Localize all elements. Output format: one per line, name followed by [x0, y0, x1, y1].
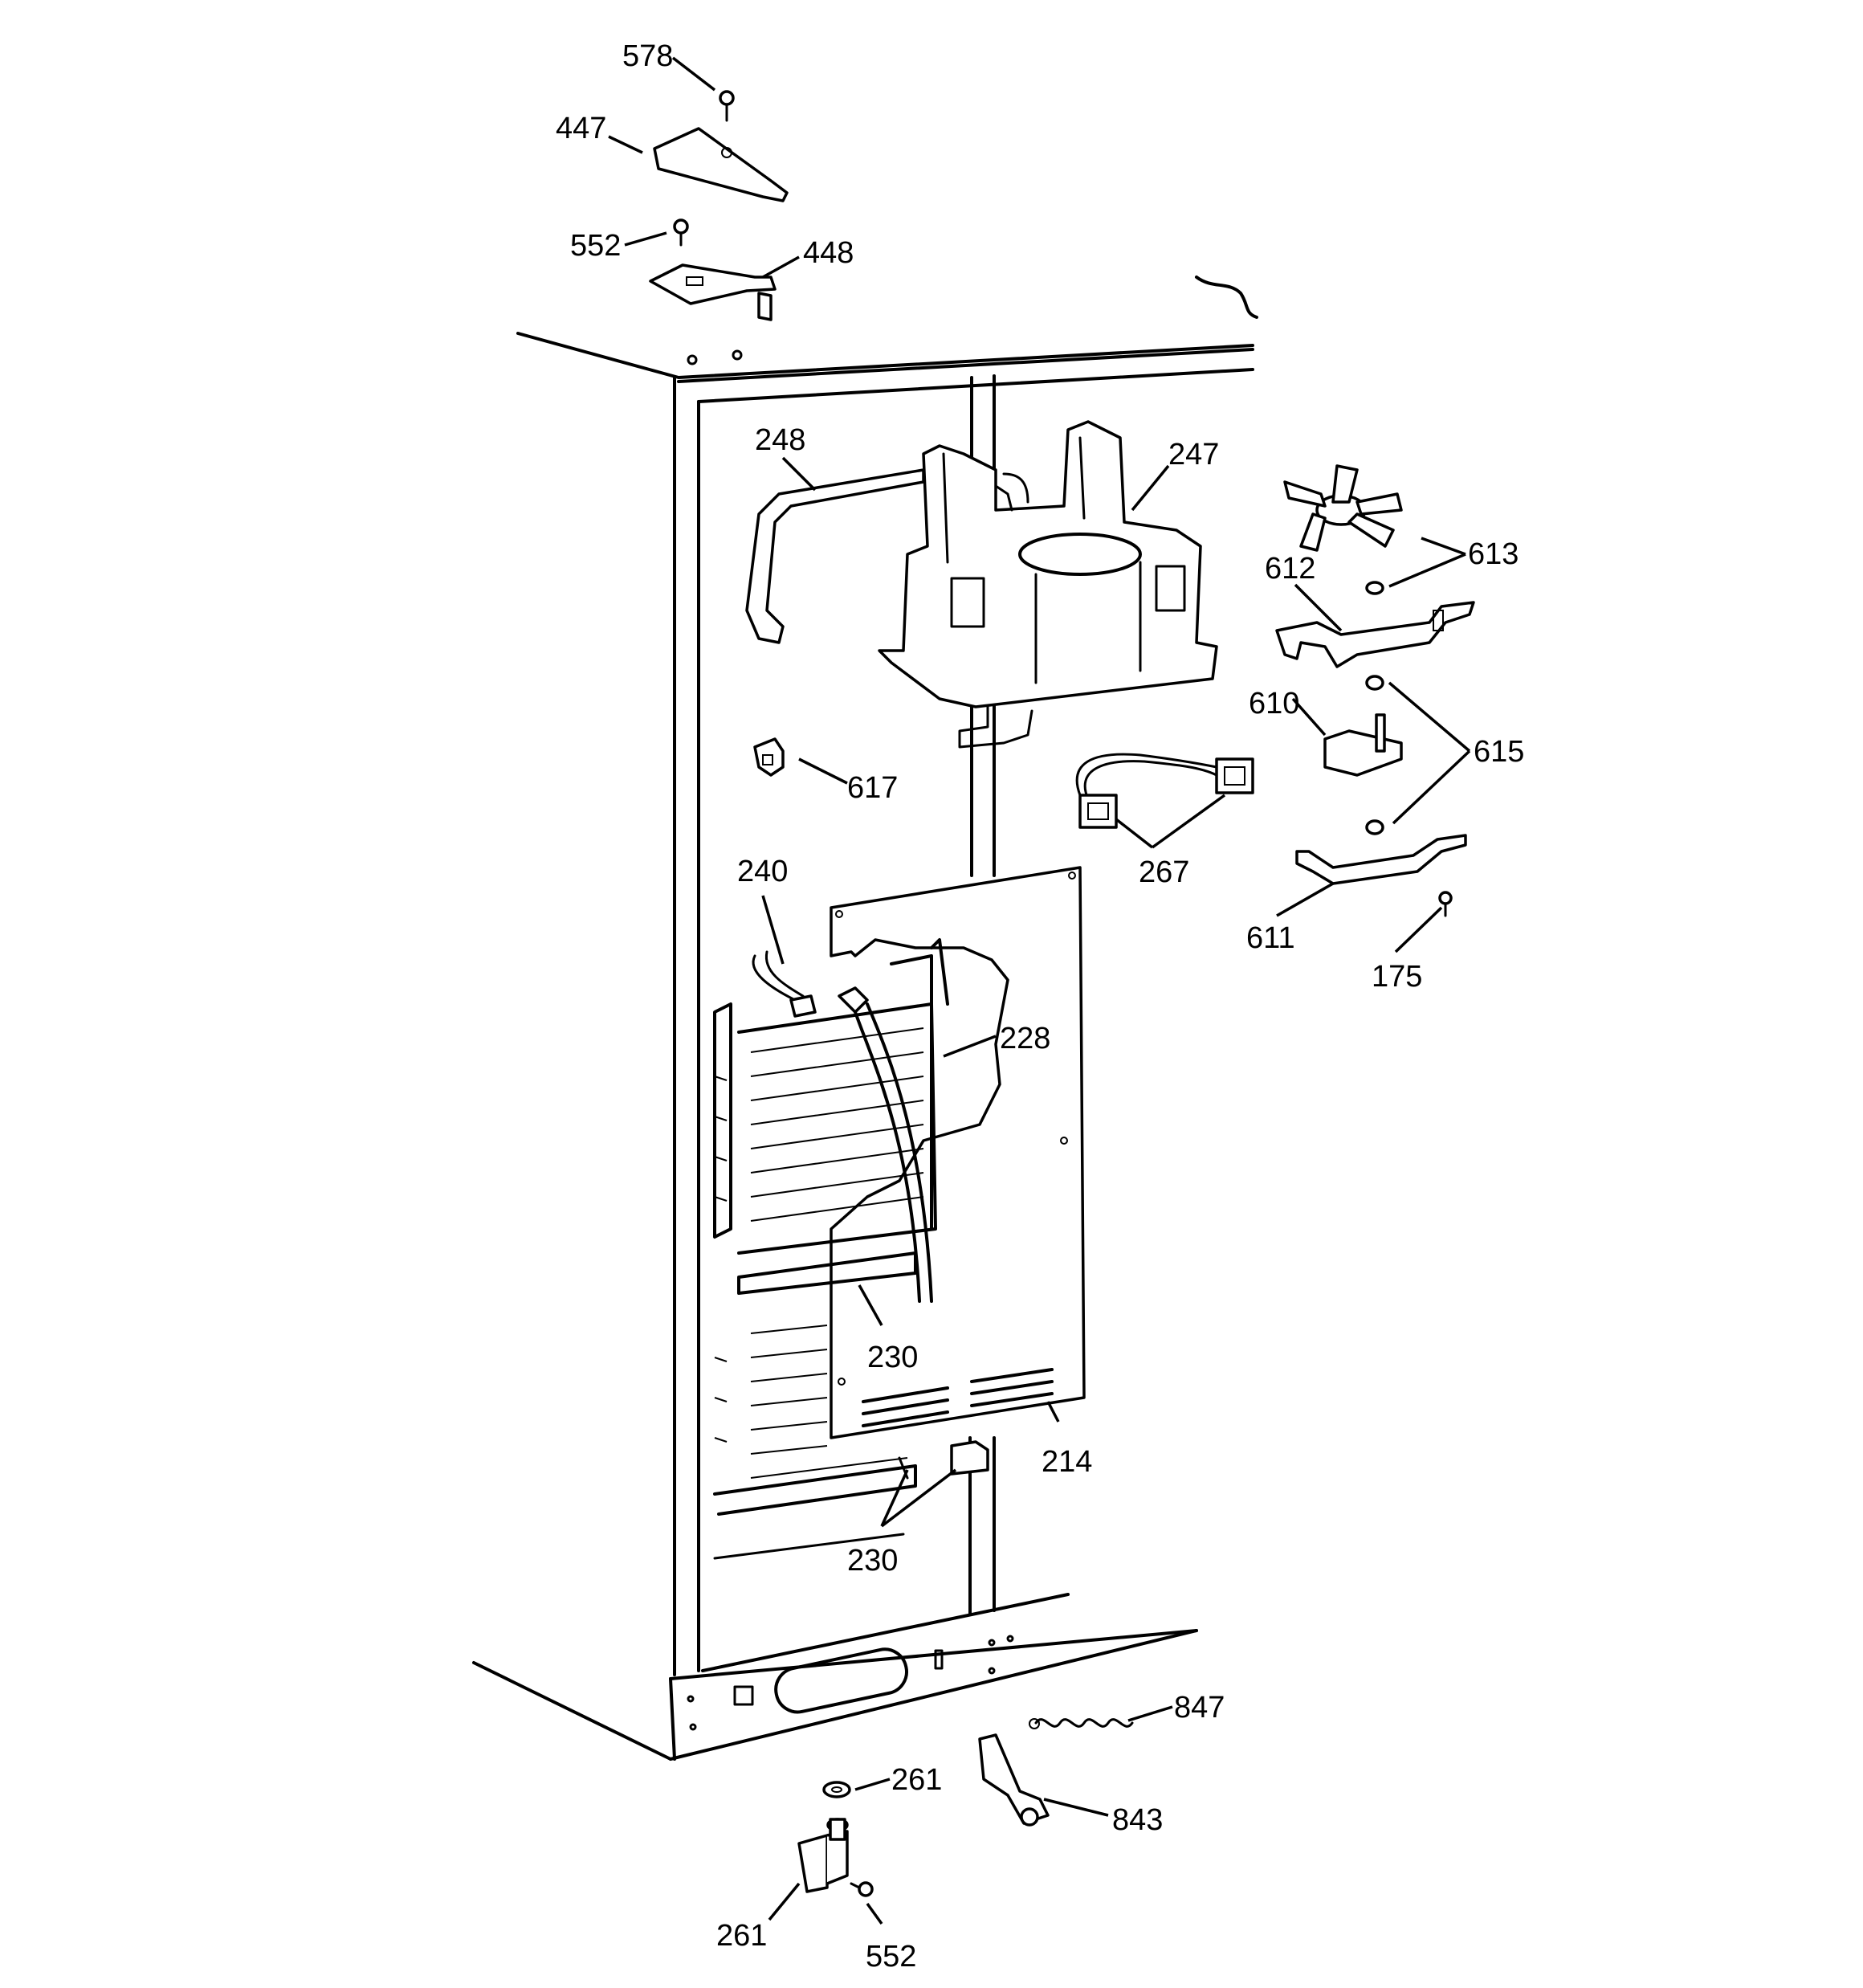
- screw-icon: [850, 1881, 874, 1897]
- fan-motor: [1323, 713, 1403, 777]
- callout-448: 448: [803, 236, 854, 270]
- callout-611: 611: [1246, 921, 1295, 955]
- callout-228: 228: [1000, 1022, 1050, 1055]
- cabinet-frame: [472, 276, 1258, 1761]
- callout-613: 613: [1468, 537, 1519, 571]
- wire-harness: [1075, 753, 1254, 829]
- door-closer-cam: [978, 1733, 1050, 1827]
- callout-847: 847: [1174, 1691, 1225, 1725]
- grommet-icon: [1365, 675, 1384, 835]
- top-hinge: [649, 263, 777, 321]
- screw-icon: [719, 90, 735, 122]
- callout-447: 447: [556, 112, 606, 145]
- duct-seal: [745, 468, 1013, 644]
- bottom-hinge: [797, 1818, 849, 1893]
- fan-housing: [878, 420, 1218, 749]
- clip-part: [753, 737, 785, 777]
- callout-615: 615: [1474, 735, 1524, 769]
- callout-552: 552: [866, 1940, 916, 1974]
- callout-214: 214: [1042, 1445, 1092, 1479]
- door-closer-spring: [1029, 1718, 1134, 1729]
- nut-icon: [1365, 581, 1384, 595]
- callout-230: 230: [867, 1341, 918, 1374]
- callout-612: 612: [1265, 552, 1315, 586]
- callout-labels: 578 447 552 448 248 247 613 612 610 615 …: [556, 39, 1524, 1974]
- motor-bracket-top: [1275, 601, 1475, 668]
- callout-248: 248: [755, 423, 805, 457]
- defrost-thermostat: [752, 950, 817, 1018]
- evaporator-cover: [830, 866, 1086, 1439]
- callout-843: 843: [1112, 1803, 1163, 1837]
- screw-icon: [673, 218, 689, 247]
- callout-610: 610: [1249, 687, 1299, 720]
- callout-552: 552: [570, 229, 621, 263]
- top-hinge-cover: [653, 127, 789, 202]
- callout-617: 617: [847, 771, 898, 805]
- callout-247: 247: [1168, 438, 1219, 471]
- evaporator-coil: [713, 938, 989, 1560]
- washer-icon: [822, 1781, 851, 1798]
- motor-bracket-bottom: [1295, 834, 1467, 885]
- callout-261: 261: [891, 1763, 942, 1797]
- leader-lines: [608, 56, 1471, 1925]
- callout-175: 175: [1372, 960, 1422, 994]
- fan-blade: [1283, 464, 1403, 552]
- callout-267: 267: [1139, 855, 1189, 889]
- callout-261: 261: [716, 1919, 767, 1953]
- callout-578: 578: [622, 39, 673, 73]
- callout-230: 230: [847, 1544, 898, 1578]
- callout-240: 240: [737, 855, 788, 888]
- screw-icon: [1438, 891, 1453, 917]
